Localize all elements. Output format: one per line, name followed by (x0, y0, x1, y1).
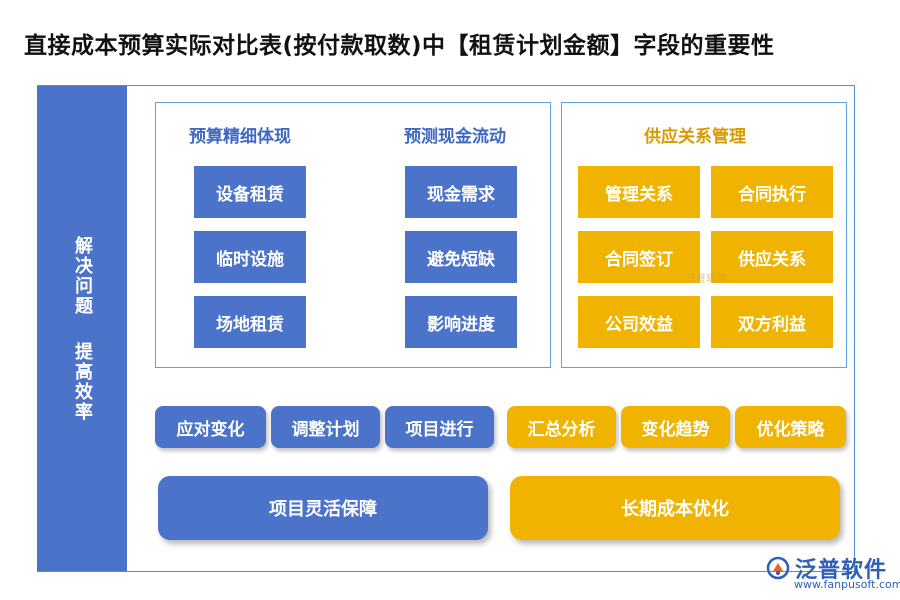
action-pill-gold: 汇总分析 (507, 406, 616, 448)
brand-name: 泛普软件 (795, 558, 888, 583)
left-col1-header: 预算精细体现 (189, 127, 291, 147)
side-label-bottom: 提高效率 (72, 342, 93, 422)
action-pill-gold: 优化策略 (735, 406, 846, 448)
side-bar: 解决问题 提高效率 (37, 86, 127, 571)
action-pill-gold: 变化趋势 (621, 406, 730, 448)
outcome-box-blue: 项目灵活保障 (158, 476, 488, 540)
watermark: 泛普软件 (686, 274, 726, 285)
budget-item: 场地租赁 (194, 296, 306, 348)
right-panel-header: 供应关系管理 (644, 127, 746, 147)
brand-logo: 泛普软件 (765, 552, 887, 584)
action-pill-blue: 调整计划 (271, 406, 380, 448)
supply-item: 双方利益 (711, 296, 833, 348)
side-label-top: 解决问题 (72, 236, 93, 316)
action-pill-blue: 应对变化 (155, 406, 266, 448)
supply-item: 管理关系 (578, 166, 700, 218)
supply-item: 公司效益 (578, 296, 700, 348)
budget-item: 临时设施 (194, 231, 306, 283)
brand-url: www.fanpusoft.com (794, 578, 900, 591)
action-pill-blue: 项目进行 (385, 406, 494, 448)
cashflow-item: 现金需求 (405, 166, 517, 218)
outcome-box-gold: 长期成本优化 (510, 476, 840, 540)
budget-item: 设备租赁 (194, 166, 306, 218)
supply-item: 合同签订 (578, 231, 700, 283)
left-col2-header: 预测现金流动 (404, 127, 506, 147)
page-title: 直接成本预算实际对比表(按付款取数)中【租赁计划金额】字段的重要性 (24, 33, 775, 59)
supply-item: 供应关系 (711, 231, 833, 283)
brand-logo-icon (766, 556, 790, 580)
supply-item: 合同执行 (711, 166, 833, 218)
right-panel: 供应关系管理 管理关系 合同执行 合同签订 供应关系 公司效益 双方利益 (561, 102, 847, 368)
left-panel: 预算精细体现 预测现金流动 设备租赁 临时设施 场地租赁 现金需求 避免短缺 影… (155, 102, 551, 368)
cashflow-item: 影响进度 (405, 296, 517, 348)
cashflow-item: 避免短缺 (405, 231, 517, 283)
